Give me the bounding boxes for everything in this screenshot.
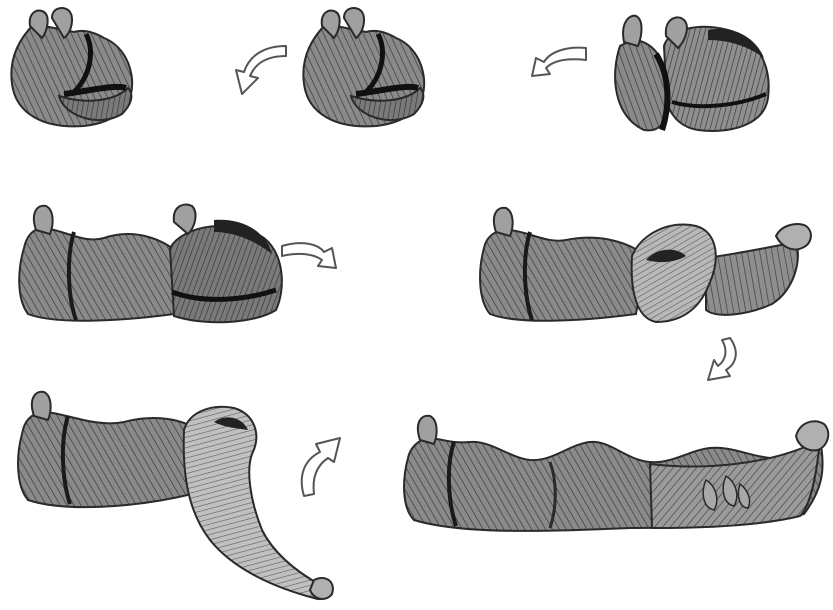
arrow-down-1	[700, 334, 746, 386]
panel-4-band-folded-end	[14, 198, 284, 330]
arrow-right-1	[278, 236, 340, 278]
arrow-left-1	[232, 38, 290, 100]
panel-7-band-fully-unfolded	[400, 410, 830, 540]
panel-3-loose-heart	[608, 6, 776, 136]
panel-5-band-open-end	[476, 200, 818, 328]
panel-2-compact-heart	[296, 4, 430, 136]
arrow-left-2	[528, 40, 590, 84]
arrow-up-right-1	[290, 430, 346, 500]
panel-1-compact-heart	[4, 4, 139, 136]
